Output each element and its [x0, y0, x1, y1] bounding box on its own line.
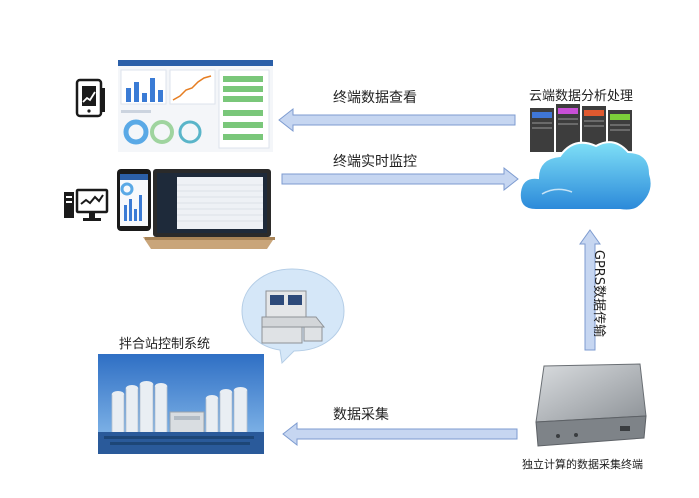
terminal-caption: 独立计算的数据采集终端 — [522, 458, 643, 471]
arrow-data-collection — [281, 421, 519, 447]
cloud-title: 云端数据分析处理 — [529, 89, 634, 104]
monitor-chart-icon — [63, 188, 109, 224]
laptop-phone-image — [115, 165, 275, 253]
label-gprs: GPRS数据传输 — [591, 249, 607, 338]
dashboard-screenshot — [118, 60, 273, 152]
tablet-chart-icon — [75, 78, 107, 118]
arrow-view-data — [277, 107, 517, 133]
arrow-realtime-monitor — [280, 166, 520, 192]
mixing-station-photo — [98, 354, 264, 454]
label-realtime-monitor: 终端实时监控 — [333, 154, 417, 170]
terminal-box-image — [528, 356, 650, 452]
label-data-collection: 数据采集 — [333, 407, 389, 423]
arrow-gprs — [578, 228, 602, 352]
label-view-data: 终端数据查看 — [333, 90, 417, 106]
cloud-server-image — [516, 102, 656, 220]
console-bubble — [236, 265, 348, 365]
label-mixing-station: 拌合站控制系统 — [119, 337, 211, 352]
